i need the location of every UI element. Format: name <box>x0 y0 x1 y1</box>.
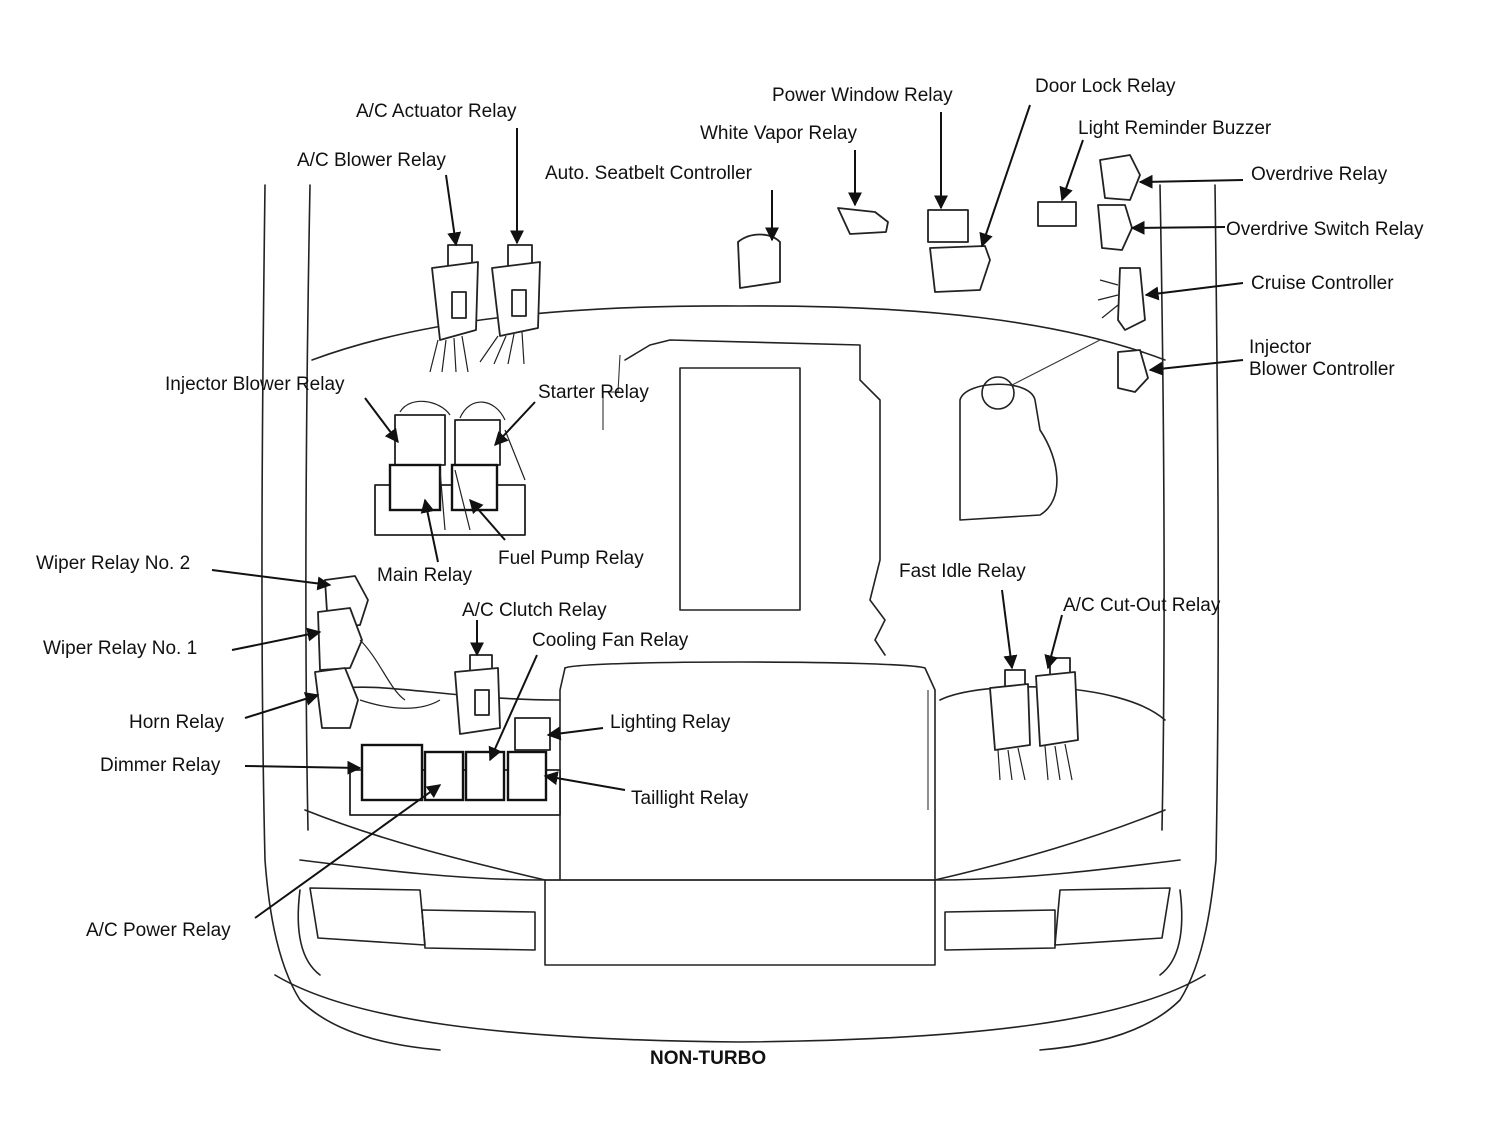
label-fuel-pump-relay: Fuel Pump Relay <box>498 548 644 569</box>
label-light-reminder-buzzer: Light Reminder Buzzer <box>1078 118 1272 139</box>
white-vapor-relay-part <box>837 207 889 235</box>
component-shapes <box>314 154 1149 816</box>
leader-lines <box>211 104 1244 919</box>
label-wiper-relay-no-2: Wiper Relay No. 2 <box>36 553 190 574</box>
label-ac-actuator-relay: A/C Actuator Relay <box>356 101 517 122</box>
label-starter-relay: Starter Relay <box>538 382 649 403</box>
label-wiper-relay-no-1: Wiper Relay No. 1 <box>43 638 197 659</box>
label-ac-blower-relay: A/C Blower Relay <box>297 150 446 171</box>
labels: A/C Actuator Relay A/C Blower Relay Powe… <box>36 76 1424 1069</box>
label-injector-blower-controller-line1: Injector <box>1249 337 1312 358</box>
label-door-lock-relay: Door Lock Relay <box>1035 76 1176 97</box>
right-relay-cluster <box>989 657 1079 781</box>
seatbelt-controller-part <box>737 233 781 289</box>
label-fast-idle-relay: Fast Idle Relay <box>899 561 1026 582</box>
ac-blower-relay-part <box>429 244 479 373</box>
label-dimmer-relay: Dimmer Relay <box>100 755 221 776</box>
label-ac-clutch-relay: A/C Clutch Relay <box>462 600 607 621</box>
label-white-vapor-relay: White Vapor Relay <box>700 123 857 144</box>
label-main-relay: Main Relay <box>377 565 473 586</box>
label-injector-blower-controller-line2: Blower Controller <box>1249 359 1395 380</box>
overdrive-relay-part <box>1099 154 1141 201</box>
label-ac-cut-out-relay: A/C Cut-Out Relay <box>1063 595 1221 616</box>
label-power-window-relay: Power Window Relay <box>772 85 953 106</box>
label-injector-blower-relay: Injector Blower Relay <box>165 374 345 395</box>
label-overdrive-switch-relay: Overdrive Switch Relay <box>1226 219 1424 240</box>
power-window-relay-part <box>927 209 969 243</box>
overdrive-switch-relay-part <box>1097 204 1133 251</box>
label-lighting-relay: Lighting Relay <box>610 712 731 733</box>
diagram-caption: NON-TURBO <box>650 1048 766 1069</box>
label-taillight-relay: Taillight Relay <box>631 788 749 809</box>
light-reminder-buzzer-part <box>1037 201 1077 227</box>
label-horn-relay: Horn Relay <box>129 712 225 733</box>
left-relay-cluster <box>314 575 441 729</box>
center-relay-block <box>374 400 526 536</box>
label-cooling-fan-relay: Cooling Fan Relay <box>532 630 689 651</box>
cruise-controller-part <box>1117 267 1146 331</box>
label-cruise-controller: Cruise Controller <box>1251 273 1394 294</box>
ac-actuator-relay-part <box>479 244 541 365</box>
injector-blower-controller-part <box>1117 349 1149 393</box>
label-ac-power-relay: A/C Power Relay <box>86 920 231 941</box>
door-lock-relay-part <box>929 245 991 293</box>
label-overdrive-relay: Overdrive Relay <box>1251 164 1388 185</box>
front-relay-box <box>349 654 561 816</box>
vehicle-body <box>261 184 1220 1051</box>
label-auto-seatbelt-controller: Auto. Seatbelt Controller <box>545 163 753 184</box>
